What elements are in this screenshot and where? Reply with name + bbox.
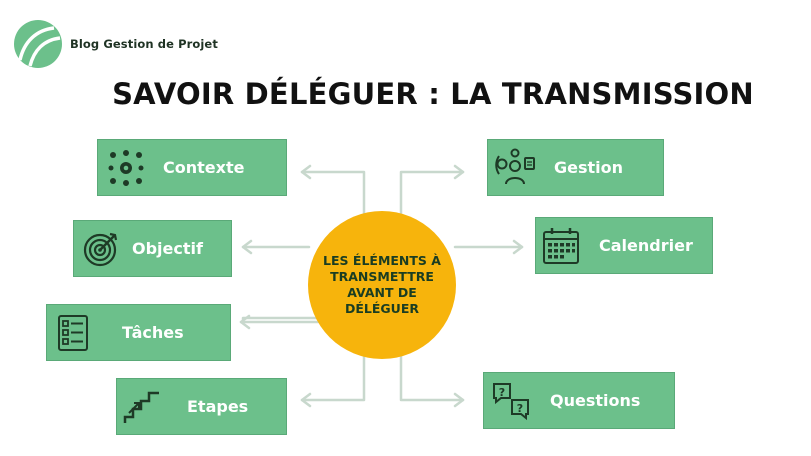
node-objectif-label: Objectif [132, 239, 203, 258]
node-questions: ? ? Questions [483, 372, 675, 429]
node-contexte-label: Contexte [163, 158, 245, 177]
svg-text:?: ? [499, 386, 505, 399]
center-text: LES ÉLÉMENTS À TRANSMETTRE AVANT DE DÉLÉ… [323, 253, 441, 316]
node-etapes: Etapes [116, 378, 287, 435]
node-calendrier-label: Calendrier [599, 236, 693, 255]
node-questions-label: Questions [550, 391, 641, 410]
question-bubbles-icon: ? ? [493, 383, 529, 421]
network-gear-icon [108, 150, 144, 186]
svg-text:?: ? [517, 402, 523, 415]
stairs-icon [123, 391, 159, 423]
node-contexte: Contexte [97, 139, 287, 196]
node-calendrier: Calendrier [535, 217, 713, 274]
node-gestion-label: Gestion [554, 158, 624, 177]
node-taches: Tâches [46, 304, 231, 361]
calendar-icon [543, 228, 579, 264]
blog-logo-icon [14, 20, 62, 68]
connector-contexte [300, 170, 366, 217]
connector-etapes [300, 354, 366, 402]
node-etapes-label: Etapes [187, 397, 249, 416]
connector-gestion [399, 170, 465, 217]
target-icon [83, 232, 118, 267]
brand-name: Blog Gestion de Projet [70, 37, 218, 51]
center-circle: LES ÉLÉMENTS À TRANSMETTRE AVANT DE DÉLÉ… [308, 211, 456, 359]
node-taches-label: Tâches [122, 323, 184, 342]
manager-gears-icon [495, 148, 535, 185]
connector-questions [399, 354, 465, 402]
page-title: SAVOIR DÉLÉGUER : LA TRANSMISSION [112, 77, 754, 111]
checklist-icon [58, 315, 88, 351]
node-objectif: Objectif [73, 220, 232, 277]
node-gestion: Gestion [487, 139, 664, 196]
